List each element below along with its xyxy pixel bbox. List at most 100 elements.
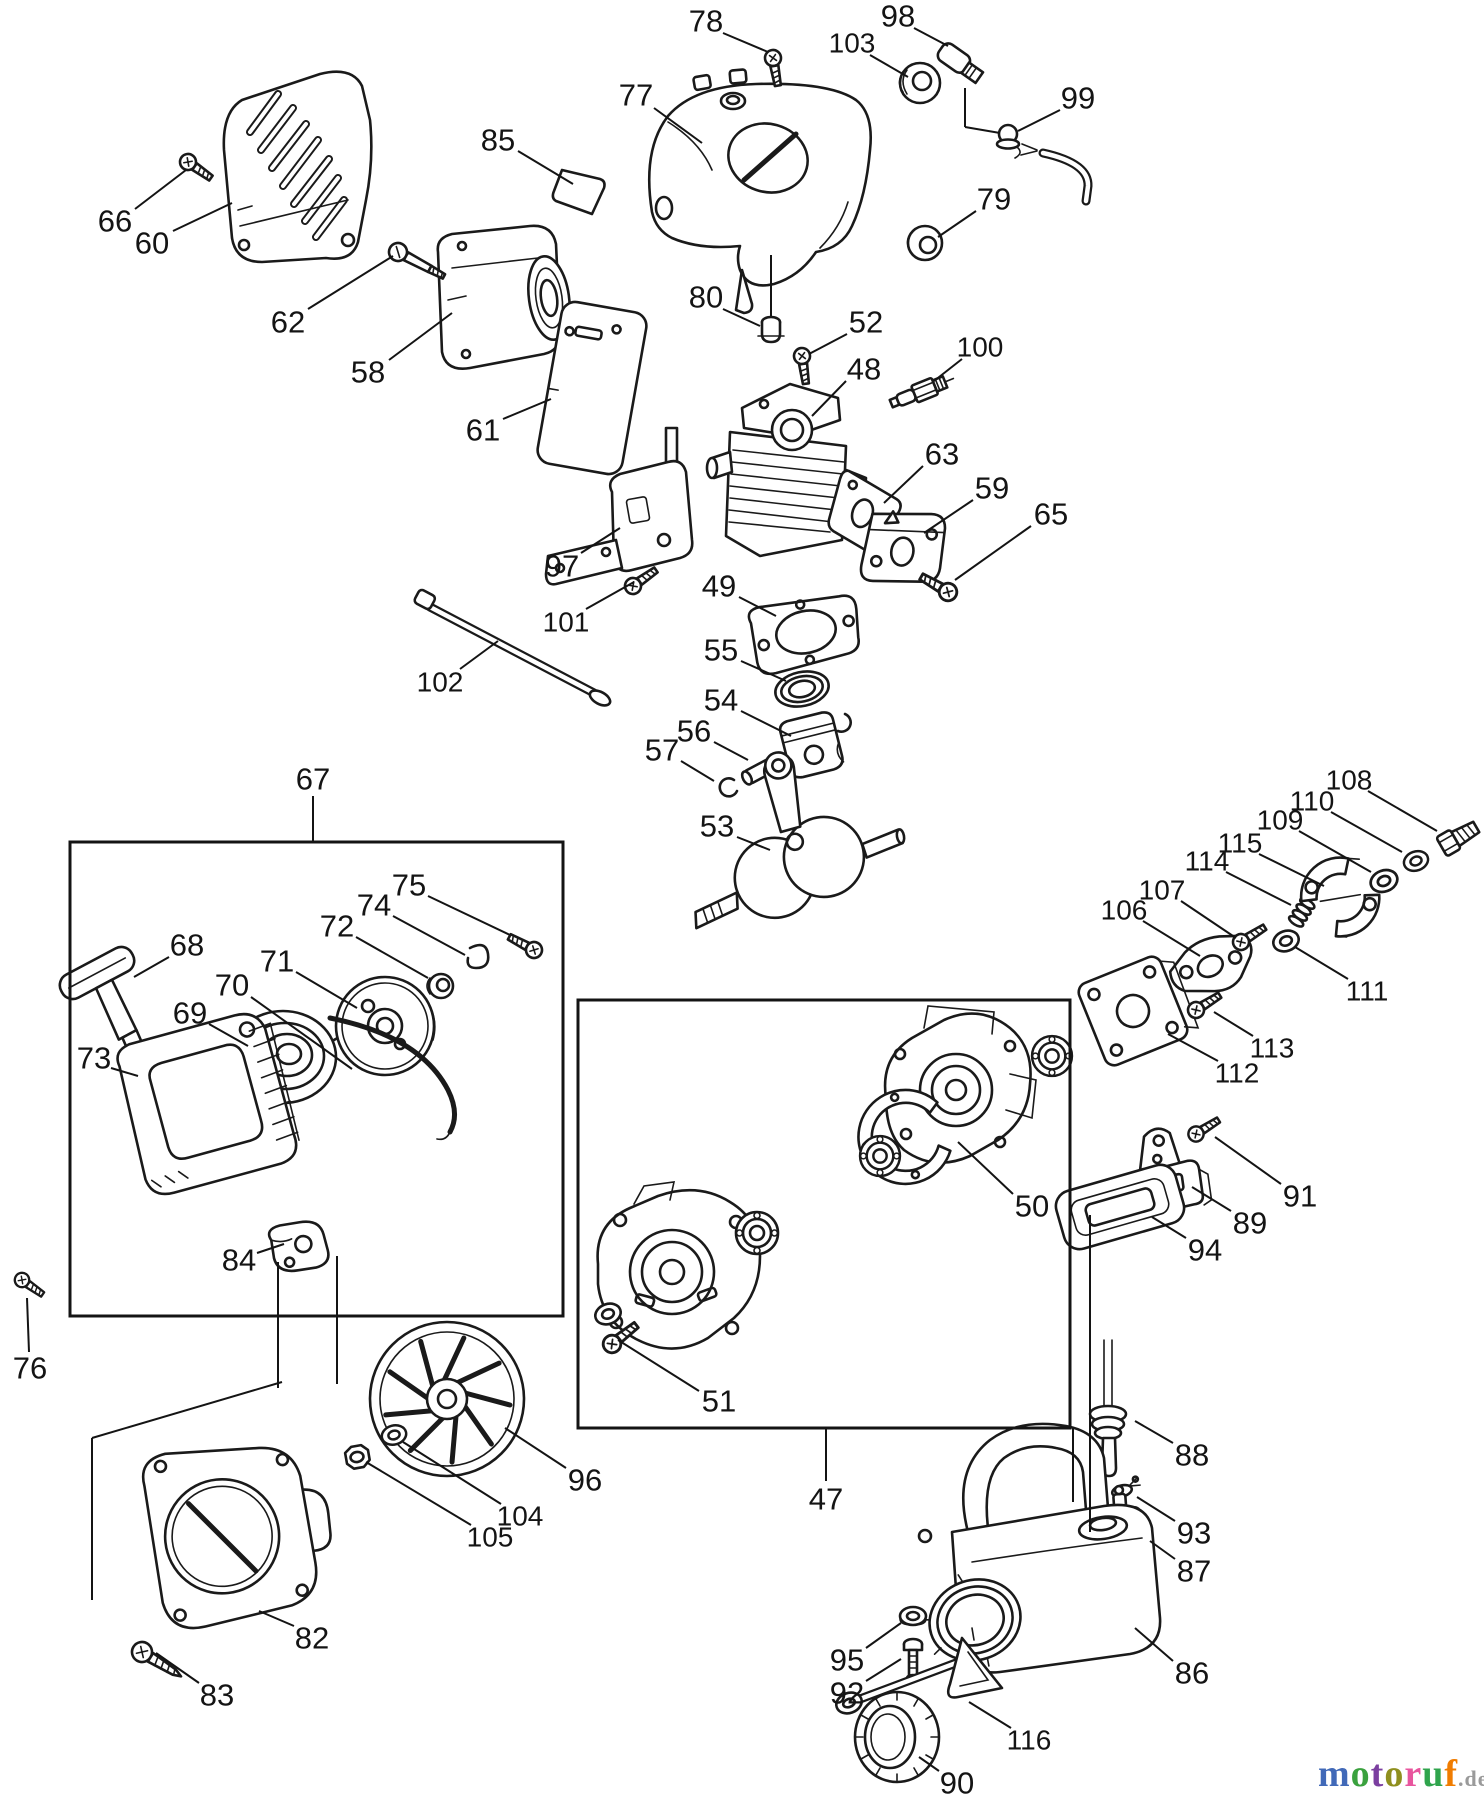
leader-line-65 — [954, 525, 1032, 581]
part-label-55: 55 — [704, 633, 738, 668]
part-label-63: 63 — [925, 437, 959, 472]
leader-line-76 — [26, 1297, 30, 1353]
part-label-65: 65 — [1034, 497, 1068, 532]
flange-nut-part-105 — [343, 1443, 371, 1471]
watermark-letter: r — [1404, 1753, 1423, 1795]
part-label-90: 90 — [940, 1766, 974, 1800]
leader-line-77 — [653, 107, 703, 144]
leader-line-101 — [585, 581, 635, 610]
leader-line-72 — [355, 936, 429, 979]
leader-line-103 — [869, 54, 909, 78]
part-label-69: 69 — [173, 996, 207, 1031]
part-label-85: 85 — [481, 123, 515, 158]
leader-line-63 — [883, 465, 924, 504]
watermark-letter: u — [1422, 1753, 1445, 1795]
part-label-56: 56 — [677, 714, 711, 749]
part-label-60: 60 — [135, 226, 169, 261]
leader-line-90 — [918, 1756, 940, 1772]
part-label-61: 61 — [466, 413, 500, 448]
leader-line-55 — [740, 660, 787, 682]
watermark-letter: o — [1384, 1753, 1405, 1795]
clutch-shoes-part-115 — [1299, 856, 1381, 938]
leader-line-89 — [1191, 1186, 1232, 1212]
leader-line-82 — [258, 1610, 295, 1627]
part-label-86: 86 — [1175, 1656, 1209, 1691]
screw-part-75 — [504, 928, 547, 963]
leader-line-98 — [913, 27, 949, 47]
leader-line-50 — [957, 1141, 1014, 1195]
part-label-91: 91 — [1283, 1179, 1317, 1214]
part-label-84: 84 — [222, 1243, 256, 1278]
screw-part-91 — [1184, 1112, 1224, 1146]
grommet-part-103 — [898, 61, 942, 105]
leader-line-51 — [617, 1339, 700, 1392]
screw-part-113 — [1183, 987, 1226, 1023]
part-label-92: 92 — [830, 1676, 864, 1711]
part-label-71: 71 — [260, 944, 294, 979]
part-label-106: 106 — [1101, 895, 1148, 926]
grommet-part-79 — [906, 224, 944, 262]
spark-plug-part-100 — [888, 375, 955, 409]
leader-line-54 — [740, 710, 792, 737]
part-label-78: 78 — [689, 4, 723, 39]
watermark-letter: f — [1444, 1753, 1458, 1795]
engine-cover-part-77 — [647, 68, 872, 315]
group-box-67 — [68, 840, 565, 1318]
cushion-part-94 — [1054, 1163, 1186, 1251]
part-label-82: 82 — [295, 1621, 329, 1656]
part-label-48: 48 — [847, 352, 881, 387]
part-label-70: 70 — [215, 968, 249, 1003]
watermark-suffix: .de — [1457, 1766, 1484, 1791]
part-label-96: 96 — [568, 1463, 602, 1498]
leader-line-106 — [1142, 920, 1201, 957]
part-label-75: 75 — [392, 868, 426, 903]
leader-line-75 — [427, 895, 511, 936]
muffler-part-58 — [436, 224, 571, 370]
carb-insulator-part-59 — [859, 510, 947, 584]
leader-line-100 — [933, 358, 963, 382]
part-label-114: 114 — [1185, 846, 1230, 877]
part-label-105: 105 — [467, 1522, 514, 1553]
starter-pawl-part-84 — [267, 1220, 330, 1273]
leader-line-104 — [402, 1441, 502, 1505]
spring-part-114 — [1287, 897, 1316, 928]
leader-line-94 — [1151, 1216, 1187, 1239]
leader-line-56 — [713, 741, 749, 761]
group-boxes — [68, 796, 1072, 1481]
leader-line-71 — [295, 971, 358, 1009]
washer-part-111 — [1269, 925, 1303, 957]
crankcase-half-part-50 — [857, 1005, 1074, 1186]
part-label-79: 79 — [977, 182, 1011, 217]
part-label-51: 51 — [702, 1384, 736, 1419]
part-label-87: 87 — [1177, 1554, 1211, 1589]
bushing-part-72 — [426, 972, 455, 1000]
washer-part-110 — [1399, 846, 1433, 876]
piston-part-54 — [778, 711, 852, 779]
part-label-112: 112 — [1215, 1058, 1260, 1089]
fuel-tank-part-86 — [917, 1422, 1162, 1674]
fuel-pickup-part-88 — [1088, 1339, 1128, 1478]
leader-line-73 — [110, 1067, 139, 1077]
leader-line-86 — [1134, 1627, 1174, 1662]
mount-part-80 — [757, 315, 785, 344]
leader-line-99 — [1017, 109, 1061, 132]
part-label-99: 99 — [1061, 81, 1095, 116]
leader-line-85 — [517, 150, 574, 185]
crank-gasket-part-49 — [747, 594, 860, 676]
crankshaft-part-53 — [694, 751, 906, 930]
leader-line-78 — [722, 32, 769, 53]
leader-line-58 — [388, 312, 453, 361]
watermark-letter: m — [1318, 1753, 1351, 1795]
leader-line-61 — [502, 398, 552, 420]
flywheel-part-96 — [368, 1320, 526, 1478]
alignment-line — [964, 126, 1001, 134]
leader-line-107 — [1180, 900, 1237, 939]
leader-line-80 — [722, 308, 761, 327]
part-label-54: 54 — [704, 683, 738, 718]
group-label-67: 67 — [296, 762, 330, 797]
part-label-77: 77 — [619, 78, 653, 113]
part-label-98: 98 — [881, 0, 915, 34]
part-label-57: 57 — [645, 733, 679, 768]
